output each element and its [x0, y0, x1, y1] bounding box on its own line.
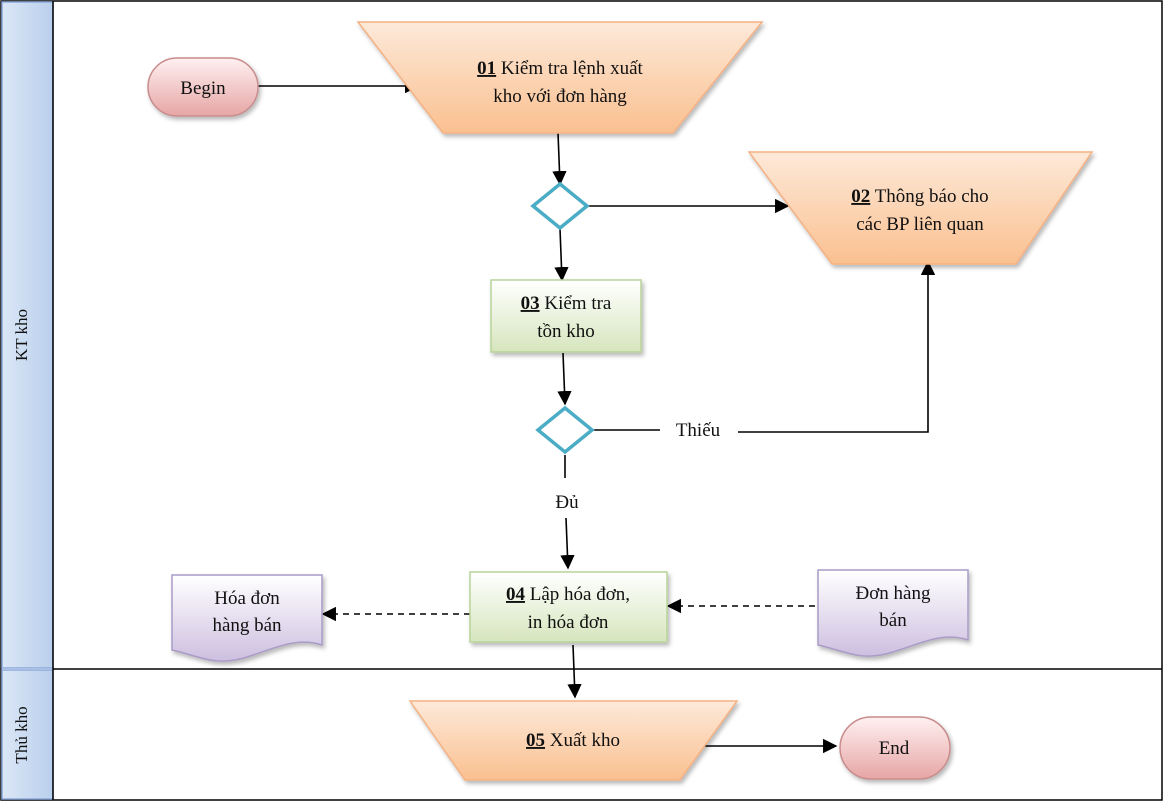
step-02-line1: 02 Thông báo cho [851, 186, 988, 207]
step-01-line2: kho với đơn hàng [493, 86, 627, 107]
edge-enough-to-04 [560, 517, 575, 570]
order-line2: bán [879, 610, 907, 631]
step-04-text-a: Lập hóa đơn, [525, 584, 630, 605]
invoice-line1: Hóa đơn [214, 588, 280, 609]
document-invoice: Hóa đơn hàng bán [171, 574, 323, 662]
step-04-line2: in hóa đơn [528, 612, 609, 633]
lane-header-kt-kho [1, 1, 54, 669]
step-03-text-a: Kiểm tra [540, 293, 612, 314]
edge-decision1-to-03 [554, 228, 569, 282]
step-03-line2: tồn kho [537, 321, 595, 342]
step-01-number: 01 [477, 58, 496, 79]
step-05-line1: 05 Xuất kho [526, 730, 620, 751]
lane-header-thu-kho [1, 669, 54, 800]
step-05-node: 05 Xuất kho [408, 700, 739, 781]
step-02-node: 02 Thông báo cho các BP liên quan [747, 151, 1094, 265]
step-02-text-a: Thông báo cho [870, 186, 988, 207]
step-03-node: 03 Kiểm tra tồn kho [490, 279, 642, 353]
step-01-text-a: Kiểm tra lệnh xuất [496, 58, 643, 79]
order-line1: Đơn hàng [856, 583, 931, 604]
invoice-line2: hàng bán [212, 615, 282, 636]
step-04-node: 04 Lập hóa đơn, in hóa đơn [469, 571, 668, 643]
lane-label-kt-kho: KT kho [12, 309, 31, 361]
edge-shortage-to-02 [738, 260, 936, 433]
step-03-line1: 03 Kiểm tra [521, 293, 612, 314]
edge-label-shortage: Thiếu [676, 420, 721, 441]
step-03-number: 03 [521, 293, 540, 314]
decision-2-diamond [535, 405, 595, 455]
end-terminal: End [839, 716, 951, 780]
step-04-number: 04 [506, 584, 526, 605]
begin-terminal: Begin [147, 57, 259, 117]
step-05-text-a: Xuất kho [545, 730, 620, 751]
step-01-node: 01 Kiểm tra lệnh xuất kho với đơn hàng [356, 21, 764, 134]
edge-label-enough: Đủ [555, 492, 579, 513]
step-05-number: 05 [526, 730, 545, 751]
lane-label-thu-kho: Thủ kho [12, 706, 31, 763]
step-02-line2: các BP liên quan [856, 214, 984, 235]
edge-03-to-decision2 [557, 352, 572, 406]
connectors [258, 78, 936, 754]
document-sales-order: Đơn hàng bán [817, 569, 969, 657]
begin-label: Begin [180, 78, 226, 99]
end-label: End [879, 738, 910, 759]
edge-04-to-05 [567, 644, 582, 699]
decision-1-diamond [530, 181, 590, 231]
step-02-number: 02 [851, 186, 870, 207]
step-01-line1: 01 Kiểm tra lệnh xuất [477, 58, 643, 79]
step-04-line1: 04 Lập hóa đơn, [506, 584, 630, 605]
edge-01-to-decision1 [552, 132, 567, 186]
